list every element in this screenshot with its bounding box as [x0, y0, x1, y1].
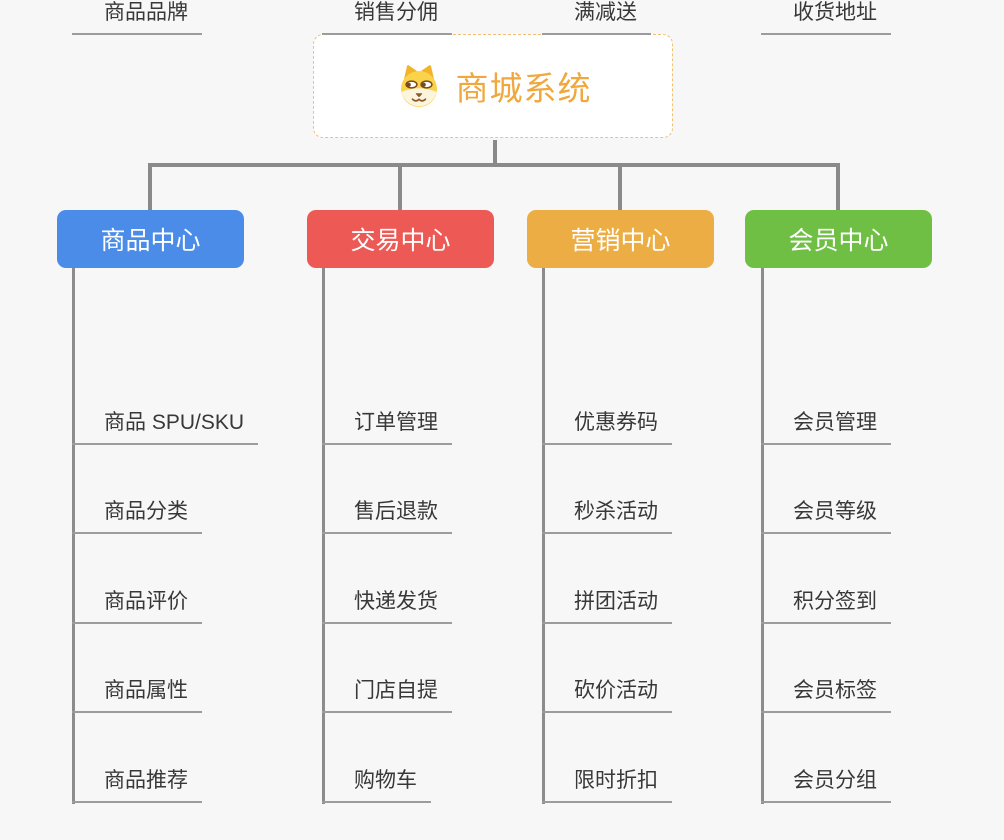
leaf-node[interactable]: 商品分类	[72, 499, 202, 534]
dog-face-icon	[400, 65, 437, 107]
branch-node-marketing-center[interactable]: 营销中心	[527, 210, 714, 268]
leaf-node[interactable]: 会员管理	[761, 410, 891, 445]
connector-drop-member	[836, 163, 840, 212]
leaf-node[interactable]: 拼团活动	[542, 589, 672, 624]
connector-spine-trade	[322, 268, 325, 804]
leaf-node[interactable]: 销售分佣	[322, 0, 452, 35]
leaf-node[interactable]: 会员标签	[761, 678, 891, 713]
leaf-node[interactable]: 售后退款	[322, 499, 452, 534]
leaf-node[interactable]: 订单管理	[322, 410, 452, 445]
leaf-node[interactable]: 限时折扣	[542, 768, 672, 803]
leaf-node[interactable]: 砍价活动	[542, 678, 672, 713]
leaf-node[interactable]: 会员等级	[761, 499, 891, 534]
connector-spine-product	[72, 268, 75, 804]
leaf-node[interactable]: 满减送	[542, 0, 651, 35]
connector-drop-trade	[398, 163, 402, 212]
leaf-node[interactable]: 购物车	[322, 768, 431, 803]
leaf-node[interactable]: 快递发货	[322, 589, 452, 624]
leaf-node[interactable]: 秒杀活动	[542, 499, 672, 534]
leaf-node[interactable]: 积分签到	[761, 589, 891, 624]
branch-node-trade-center[interactable]: 交易中心	[307, 210, 494, 268]
leaf-node[interactable]: 商品 SPU/SKU	[72, 410, 259, 445]
leaf-node[interactable]: 会员分组	[761, 768, 891, 803]
branch-node-product-center[interactable]: 商品中心	[57, 210, 244, 268]
root-title: 商城系统	[455, 70, 592, 107]
leaf-node[interactable]: 优惠券码	[542, 410, 672, 445]
branch-node-member-center[interactable]: 会员中心	[745, 210, 932, 268]
connector-drop-product	[148, 163, 152, 212]
leaf-node[interactable]: 商品评价	[72, 589, 202, 624]
leaf-node[interactable]: 收货地址	[761, 0, 891, 35]
leaf-node[interactable]: 商品推荐	[72, 768, 202, 803]
connector-spine-marketing	[542, 268, 545, 804]
connector-horizontal-bar	[148, 163, 840, 167]
connector-drop-marketing	[618, 163, 622, 212]
leaf-node[interactable]: 商品品牌	[72, 0, 202, 35]
connector-spine-member	[761, 268, 764, 804]
root-node-mall-system[interactable]: 商城系统	[313, 34, 673, 138]
leaf-node[interactable]: 商品属性	[72, 678, 202, 713]
leaf-node[interactable]: 门店自提	[322, 678, 452, 713]
connector-root-stem	[493, 140, 497, 167]
